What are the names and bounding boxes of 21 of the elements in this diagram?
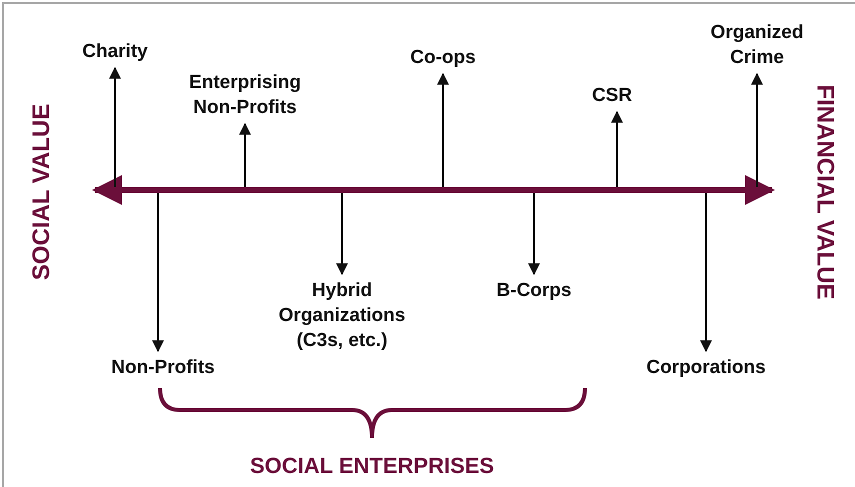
spectrum-label: Non-Profits <box>93 355 233 380</box>
spectrum-label: Co-ops <box>388 45 498 70</box>
arrow <box>700 193 712 352</box>
axis-label: SOCIAL VALUE <box>28 104 56 280</box>
arrow <box>152 193 164 352</box>
spectrum-label: CSR <box>572 83 652 108</box>
arrow <box>437 72 449 187</box>
arrow <box>336 193 348 276</box>
spectrum-label: B-Corps <box>479 278 589 303</box>
group-label: SOCIAL ENTERPRISES <box>250 453 494 479</box>
axis-label: FINANCIAL VALUE <box>810 84 838 300</box>
arrow <box>611 110 623 187</box>
arrow <box>751 72 763 187</box>
arrow <box>239 122 251 187</box>
arrow <box>109 66 121 187</box>
spectrum-label: Enterprising Non-Profits <box>170 70 320 120</box>
spectrum-label: Corporations <box>631 355 781 380</box>
spectrum-label: Organized Crime <box>702 20 812 70</box>
arrow <box>528 193 540 276</box>
spectrum-label: Charity <box>60 39 170 64</box>
spectrum-label: Hybrid Organizations (C3s, etc.) <box>267 278 417 353</box>
